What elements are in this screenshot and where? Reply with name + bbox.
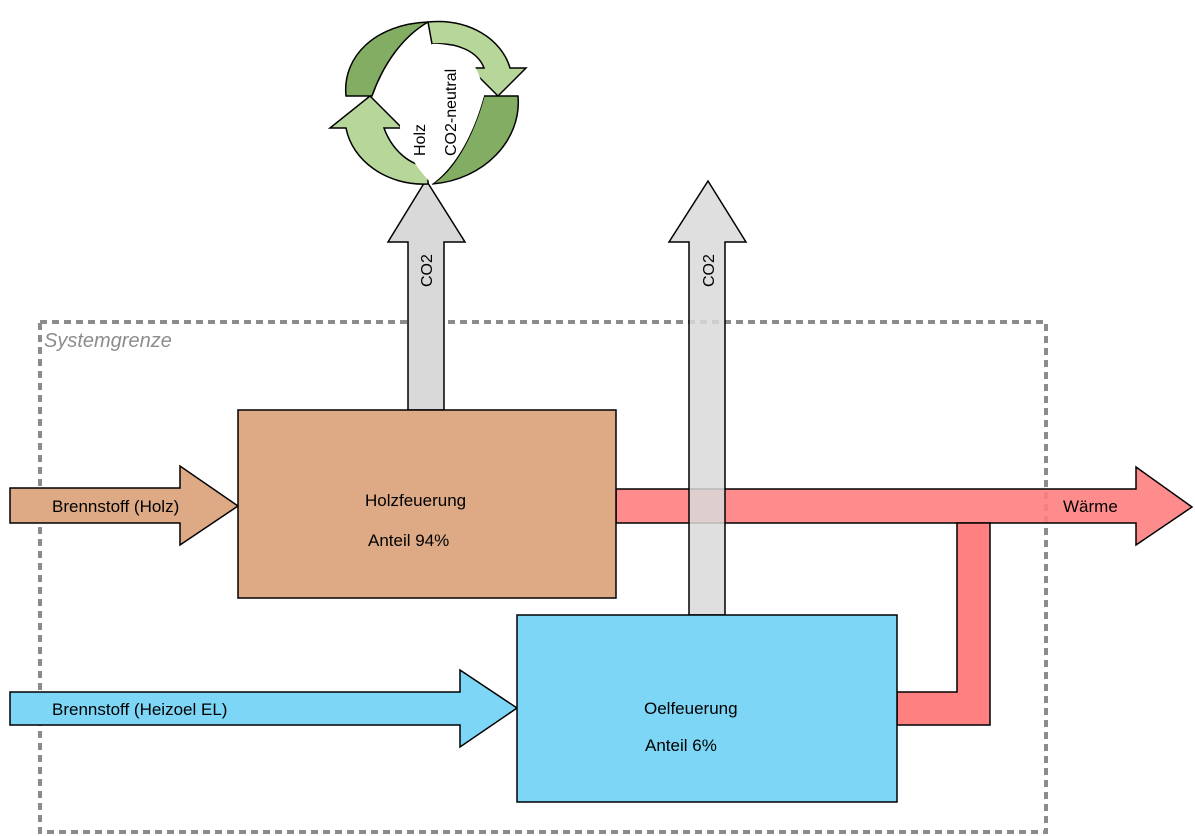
wood-fuel-label: Brennstoff (Holz) <box>52 497 179 516</box>
co2-oil-label: CO2 <box>701 254 718 287</box>
cycle-arrow-left-upper <box>345 21 429 97</box>
system-boundary <box>38 320 1048 834</box>
co2-oil-arrow <box>667 179 748 616</box>
cycle-center <box>400 43 484 185</box>
cycle-wood-label: Holz <box>412 124 429 156</box>
wood-furnace-share: Anteil 94% <box>368 531 449 550</box>
wood-fuel-arrow <box>9 464 240 547</box>
wood-furnace-box <box>237 409 617 599</box>
cycle-arrow-right <box>427 20 528 98</box>
wood-furnace-title: Holzfeuerung <box>365 491 466 510</box>
oil-heat-connector <box>896 522 991 726</box>
oil-fuel-arrow <box>9 668 519 749</box>
co2-wood-arrow <box>386 178 467 411</box>
co2-cycle-icon: Holz CO2-neutral <box>327 20 528 185</box>
cycle-neutral-label: CO2-neutral <box>443 69 460 156</box>
oil-furnace-box <box>516 614 898 803</box>
oil-furnace-title: Oelfeuerung <box>644 699 738 718</box>
system-boundary-label: Systemgrenze <box>44 330 172 352</box>
oil-fuel-label: Brennstoff (Heizoel EL) <box>52 700 227 719</box>
cycle-arrow-right-lower <box>431 95 519 185</box>
oil-furnace-share: Anteil 6% <box>645 736 717 755</box>
cycle-arrow-left <box>327 94 429 185</box>
co2-wood-label: CO2 <box>419 254 436 287</box>
heat-output-label: Wärme <box>1063 497 1118 516</box>
